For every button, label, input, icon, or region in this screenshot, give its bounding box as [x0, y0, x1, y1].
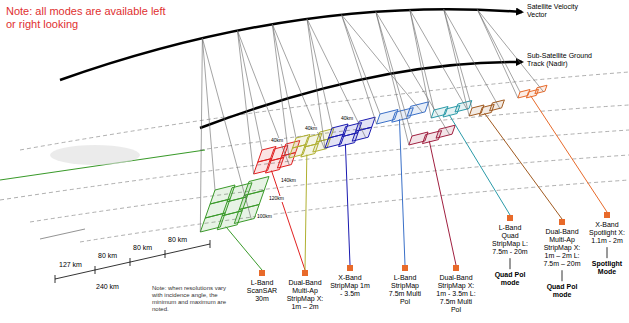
- text-label: L-Band Quad StripMap L: 7.5m - 20m: [490, 224, 530, 256]
- text-label: Note: all modes are available left or ri…: [6, 5, 176, 30]
- swath-frame: [490, 100, 505, 111]
- text-label: 127 km: [58, 261, 83, 269]
- text-label: Dual-Band Multi-Ap StripMap X: 1m – 2m: [285, 279, 325, 311]
- beam-line: [307, 19, 366, 138]
- text-label: Spotlight Mode: [585, 260, 629, 276]
- leader-line: [531, 96, 607, 212]
- leader-line: [485, 113, 563, 219]
- shadow: [50, 145, 140, 165]
- dimension-line: [40, 229, 85, 239]
- beam-line: [477, 10, 543, 92]
- text-label: 80 km: [167, 236, 188, 244]
- beam-line: [376, 12, 409, 145]
- beam-line: [410, 10, 431, 118]
- ground-line: [20, 72, 629, 150]
- mode-marker: [302, 270, 308, 276]
- mode-marker: [604, 212, 610, 218]
- beam-line: [272, 24, 324, 149]
- text-label: 120km: [268, 196, 285, 202]
- text-label: Sub-Satellite Ground Track (Nadir): [527, 52, 607, 68]
- text-label: Dual-Band Multi-Ap StripMap X: 1m – 2m L…: [542, 228, 582, 268]
- mode-marker: [259, 270, 265, 276]
- beam-line: [477, 10, 517, 98]
- mode-marker: [507, 215, 513, 221]
- text-label: L-Band StripMap 7.5m Multi Pol: [385, 274, 425, 306]
- dimension-ticks: [55, 240, 210, 283]
- text-label: 240 km: [95, 283, 120, 291]
- text-label: 140km: [280, 178, 297, 184]
- beam-line: [200, 38, 202, 232]
- leader-line: [226, 227, 262, 270]
- text-label: 40km: [340, 116, 354, 122]
- ground-track-arc: [200, 62, 522, 128]
- text-label: 80 km: [97, 252, 118, 260]
- text-label: Dual-Band StripMap X: 1m - 3.5m L: 7.5m …: [436, 274, 476, 314]
- separator-bar: [510, 258, 511, 269]
- beam-line: [477, 10, 520, 92]
- swath-frame: [455, 101, 472, 113]
- text-label: 40km: [270, 138, 284, 144]
- beam-line: [342, 15, 377, 124]
- beam-line: [444, 9, 500, 108]
- leader-line: [305, 155, 307, 270]
- text-label: Satellite Velocity Vector: [527, 3, 599, 19]
- beam-line: [342, 15, 380, 114]
- text-label: Note: when resolutions vary with inciden…: [152, 285, 230, 313]
- beam-line: [376, 12, 412, 136]
- beam-line: [307, 19, 332, 128]
- ground-line: [0, 130, 629, 200]
- text-label: L-Band ScanSAR 30m: [240, 279, 284, 303]
- beam-line: [202, 38, 251, 219]
- swath-frame: [407, 102, 429, 117]
- separator-bar: [562, 270, 563, 281]
- text-label: 40km: [304, 126, 318, 132]
- text-label: X-Band Spotlight X: 1.1m - 2m: [587, 221, 627, 245]
- beam-line: [444, 9, 472, 108]
- dimension-line: [55, 244, 210, 279]
- beam-line: [444, 9, 469, 116]
- ground-grid: [0, 72, 629, 242]
- beam-line: [237, 31, 262, 150]
- leader-line: [429, 141, 456, 265]
- beam-line: [376, 12, 450, 135]
- text-label: Quad Pol mode: [488, 271, 532, 287]
- text-label: 100km: [256, 214, 273, 220]
- text-label: X-Band StripMap 1m - 3.5m: [330, 274, 370, 298]
- mode-marker: [347, 265, 353, 271]
- leader-line: [345, 144, 350, 265]
- swath-frame: [436, 125, 455, 138]
- dimension-lines: [40, 229, 210, 283]
- swath-frame: [352, 127, 372, 141]
- swath-frame: [535, 85, 547, 94]
- mode-marker: [453, 265, 459, 271]
- generated-shapes: [200, 9, 610, 281]
- mode-marker: [559, 219, 565, 225]
- leader-line: [271, 171, 305, 270]
- text-label: 80 km: [132, 244, 153, 252]
- beam-line: [410, 10, 434, 110]
- leader-line: [449, 115, 510, 215]
- separator-bar: [607, 247, 608, 258]
- mode-marker: [402, 265, 408, 271]
- text-label: Quad Pol mode: [540, 283, 584, 299]
- leader-line: [399, 119, 405, 265]
- beam-line: [342, 15, 423, 113]
